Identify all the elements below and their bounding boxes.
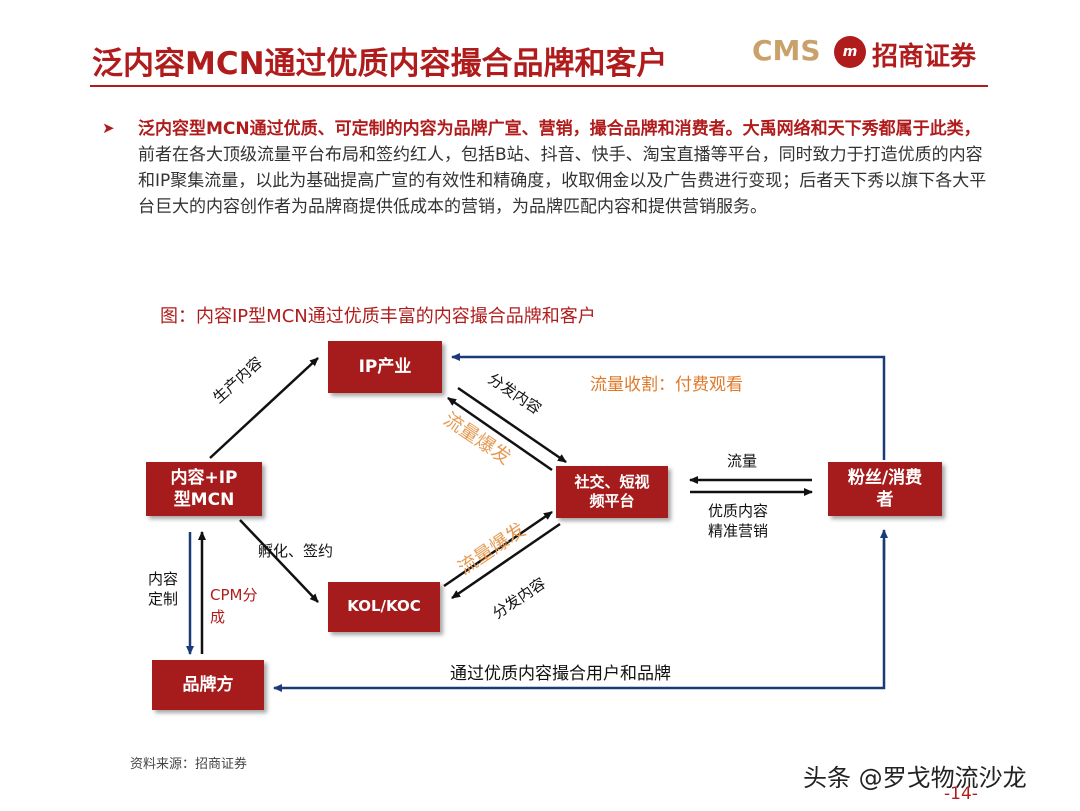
title-divider [90, 85, 988, 87]
edge-label-match: 通过优质内容撮合用户和品牌 [450, 664, 671, 684]
edge-label-incubate: 孵化、签约 [258, 542, 334, 560]
arrow-mcn-to-ip [209, 357, 319, 459]
node-mcn-line2: 型MCN [173, 490, 235, 510]
arrow-social-to-ip [447, 396, 553, 472]
node-fans-line1: 粉丝/消费 [847, 467, 923, 488]
bullet-highlight: 泛内容型MCN通过优质、可定制的内容为品牌广宣、营销，撮合品牌和消费者。大禹网络… [138, 119, 981, 139]
edge-label-traffic: 流量 [727, 452, 758, 470]
node-kol-label: KOL/KOC [347, 597, 421, 616]
edge-label-custom-2: 定制 [148, 590, 179, 608]
logo-company-name: 招商证券 [872, 42, 977, 72]
node-brand: 品牌方 [152, 660, 264, 710]
node-ip-label: IP产业 [358, 356, 412, 377]
edge-label-quality-2: 精准营销 [708, 522, 769, 540]
node-fans-line2: 者 [876, 490, 894, 510]
node-ip-industry: IP产业 [328, 341, 442, 393]
cms-logo: CMS m 招商证券 [752, 34, 988, 72]
arrow-fans-to-brand [273, 540, 886, 692]
logo-emblem-icon: m [834, 36, 866, 68]
arrow-ip-to-social [457, 386, 567, 464]
arrow-fans-to-ip [451, 353, 886, 460]
figure-title: 图：内容IP型MCN通过优质丰富的内容撮合品牌和客户 [160, 306, 596, 327]
arrow-mcn-to-kol [239, 519, 319, 603]
watermark: 头条 @罗戈物流沙龙 [803, 764, 1027, 792]
page-title: 泛内容MCN通过优质内容撮合品牌和客户 [92, 46, 668, 82]
bullet-paragraph: 泛内容型MCN通过优质、可定制的内容为品牌广宣、营销，撮合品牌和消费者。大禹网络… [138, 116, 988, 220]
node-brand-label: 品牌方 [182, 674, 234, 695]
page-number: -14- [944, 784, 978, 804]
node-social-platform: 社交、短视 频平台 [556, 466, 668, 518]
node-social-line1: 社交、短视 [574, 472, 650, 491]
logo-cms-text: CMS [752, 34, 821, 67]
arrow-kol-to-social [443, 510, 553, 588]
node-kol-koc: KOL/KOC [328, 582, 440, 632]
node-fans-consumers: 粉丝/消费 者 [828, 462, 942, 516]
bullet-arrow-icon: ➤ [102, 119, 115, 137]
node-social-line2: 频平台 [589, 492, 635, 510]
node-content-mcn: 内容+IP 型MCN [146, 462, 262, 516]
source-note: 资料来源：招商证券 [130, 757, 248, 772]
arrow-social-to-kol [451, 522, 561, 600]
node-mcn-line1: 内容+IP [170, 467, 238, 488]
bullet-body: 前者在各大顶级流量平台布局和签约红人，包括B站、抖音、快手、淘宝直播等平台，同时… [138, 145, 987, 217]
edge-label-cpm-2: 成 [210, 608, 226, 626]
edge-label-quality-1: 优质内容 [708, 502, 769, 520]
edge-label-cpm-1: CPM分 [210, 586, 258, 604]
edge-label-monetize: 流量收割：付费观看 [590, 375, 743, 395]
edge-label-custom-1: 内容 [148, 570, 179, 588]
